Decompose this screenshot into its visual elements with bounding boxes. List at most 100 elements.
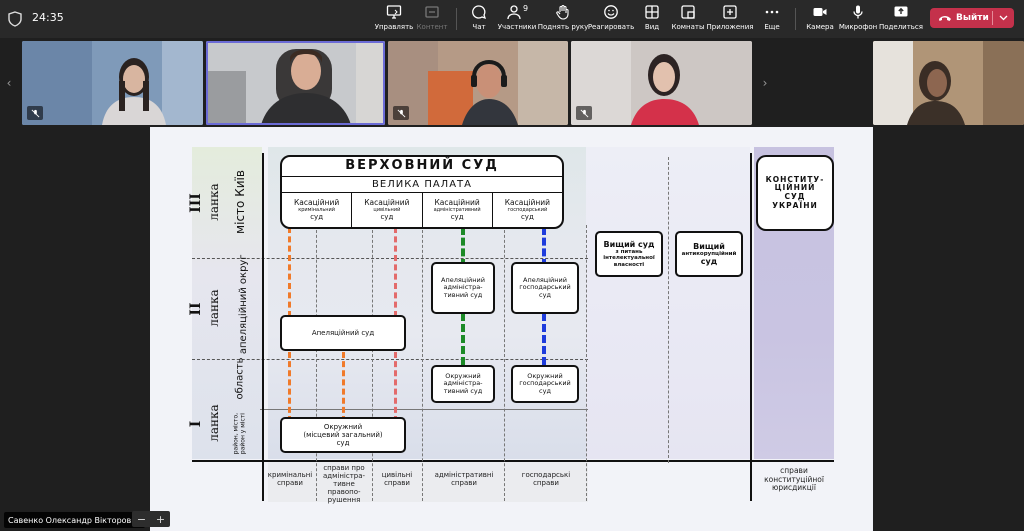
mic-off-icon (31, 109, 39, 117)
shield-icon (8, 11, 22, 27)
camera-icon (813, 8, 827, 16)
tier-label-column (192, 147, 262, 459)
strip-prev-arrow[interactable]: ‹ (6, 76, 12, 90)
grid-view-icon (645, 5, 659, 19)
tier-1-place-region: область (234, 357, 246, 400)
zoom-in-button[interactable]: + (155, 512, 166, 526)
react-button[interactable]: Реагировать (588, 4, 634, 36)
raise-hand-button[interactable]: Поднять руку (538, 4, 588, 36)
screen-share-icon (386, 5, 402, 19)
admin-offense-line (342, 352, 345, 422)
chat-icon (472, 5, 487, 20)
constitutional-separator (750, 153, 752, 501)
participant-video (571, 41, 752, 125)
cassation-court-criminal: Касаційний кримінальний суд (282, 193, 353, 227)
supreme-court-box: ВЕРХОВНИЙ СУД ВЕЛИКА ПАЛАТА Касаційний к… (280, 155, 564, 229)
cassation-court-commercial: Касаційний господарський суд (504, 198, 551, 222)
appeal-commercial-court-box: Апеляційний господарський суд (511, 262, 579, 314)
view-button[interactable]: Вид (642, 4, 662, 36)
jurisdiction-row (268, 462, 588, 502)
zoom-controls: − + (132, 511, 170, 527)
presenter-name-label: Савенко Олександр Вікторович (4, 512, 146, 528)
commercial-line (542, 227, 546, 267)
tier-2-number: II (188, 302, 204, 316)
participant-video-tile[interactable] (571, 41, 752, 125)
content-button[interactable]: Контент (417, 4, 447, 36)
leave-options-dropdown[interactable] (993, 15, 1014, 21)
axis-vertical (262, 153, 264, 501)
axis-horizontal (192, 460, 834, 462)
participant-video-tile[interactable] (388, 41, 568, 125)
tier-3-number: III (188, 193, 204, 213)
leave-main[interactable]: Выйти (930, 8, 992, 28)
participant-video (22, 41, 203, 125)
district-commercial-court-box: Окружний господарський суд (511, 365, 579, 403)
constitutional-court-box: КОНСТИТУ-ЦІЙНИЙ СУД УКРАЇНИ (756, 155, 834, 231)
participants-button[interactable]: 9 Участники (497, 4, 537, 31)
strip-next-arrow[interactable]: › (762, 76, 768, 90)
participant-video-tile[interactable] (873, 41, 1024, 125)
hang-up-icon (939, 16, 951, 21)
more-button[interactable]: Еще (762, 4, 782, 36)
hand-icon (556, 4, 569, 20)
participant-video-tile-active[interactable] (206, 41, 385, 125)
jurisdiction-constitutional: справи конституційної юрисдикції (764, 466, 824, 493)
column-separator (372, 225, 373, 501)
microphone-button[interactable]: Микрофон (839, 4, 877, 36)
district-admin-court-box: Окружний адміністра-тивний суд (431, 365, 495, 403)
participants-count: 9 (522, 4, 529, 13)
zoom-out-button[interactable]: − (136, 512, 147, 526)
tier-2-place: апеляційний округ (237, 254, 249, 355)
muted-indicator (393, 106, 409, 120)
administrative-line (461, 227, 465, 267)
participant-video-tile[interactable] (22, 41, 203, 125)
column-separator (504, 225, 505, 501)
column-separator (668, 157, 669, 463)
jurisdiction-commercial: господарські справи (521, 471, 571, 488)
add-app-icon (723, 5, 737, 19)
leave-button[interactable]: Выйти (930, 8, 1014, 28)
chat-button[interactable]: Чат (468, 4, 490, 36)
cassation-courts-row: Касаційний кримінальний суд Касаційний ц… (282, 192, 562, 227)
share-control-button[interactable]: Управлять (375, 4, 413, 36)
commercial-line (542, 313, 546, 365)
rooms-icon (681, 5, 695, 19)
tier-divider (192, 258, 588, 259)
administrative-line (461, 313, 465, 365)
apps-button[interactable]: Приложения (707, 4, 753, 36)
muted-indicator (576, 106, 592, 120)
tier-divider (260, 409, 588, 410)
camera-button[interactable]: Камера (806, 4, 834, 36)
civil-line (394, 352, 397, 422)
share-tray-icon (894, 6, 908, 17)
supreme-court-title: ВЕРХОВНИЙ СУД (345, 158, 499, 173)
microphone-icon (853, 5, 863, 19)
participant-video (206, 41, 385, 125)
ip-high-court-box: Вищий суд з питань інтелектуальної власн… (595, 231, 663, 277)
meeting-timer: 24:35 (32, 11, 64, 24)
appeal-admin-court-box: Апеляційний адміністра-тивний суд (431, 262, 495, 314)
participant-video (873, 41, 1024, 125)
toolbar-divider (456, 8, 457, 30)
chevron-down-icon (999, 15, 1008, 21)
share-screen-button[interactable]: Поделиться (879, 4, 923, 36)
shared-screen: ВЕРХОВНИЙ СУД ВЕЛИКА ПАЛАТА Касаційний к… (150, 127, 873, 531)
breakout-rooms-button[interactable]: Комнаты (672, 4, 705, 36)
grand-chamber-label: ВЕЛИКА ПАЛАТА (282, 175, 562, 193)
content-icon (425, 6, 439, 18)
cassation-court-civil: Касаційний цивільний суд (352, 193, 423, 227)
jurisdiction-administrative: адміністративні справи (434, 471, 494, 488)
participant-video (388, 41, 568, 125)
tier-1-place-local: район, місто, район у місті (232, 412, 246, 455)
mic-off-icon (397, 109, 405, 117)
leave-divider (992, 11, 993, 25)
ellipsis-icon (765, 10, 779, 14)
anticorruption-court-box: Вищий антикорупційний суд (675, 231, 743, 277)
tier-1-number: I (188, 420, 204, 428)
video-strip: ‹ › (0, 38, 1024, 128)
jurisdiction-civil: цивільні справи (381, 471, 413, 488)
people-icon (507, 5, 521, 20)
cassation-court-administrative: Касаційний адміністративний суд (423, 193, 493, 227)
column-separator (422, 225, 423, 501)
